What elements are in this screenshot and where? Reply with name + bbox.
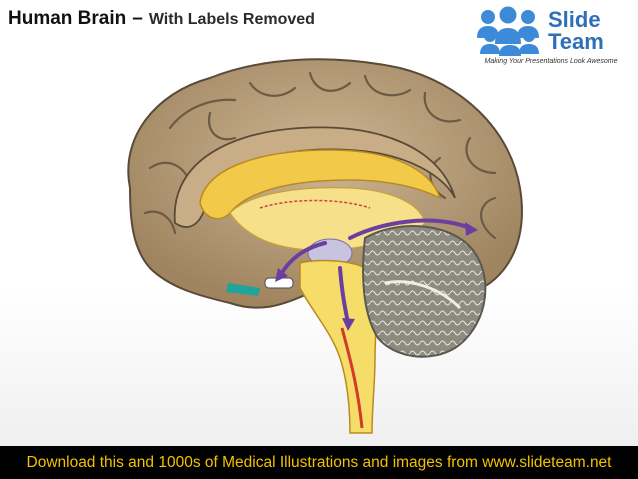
brain-illustration xyxy=(127,58,523,434)
footer-bar xyxy=(0,446,638,479)
pituitary-gland xyxy=(226,283,260,296)
title-dash: – xyxy=(132,8,143,29)
fornix xyxy=(259,199,371,209)
gyri-folds xyxy=(143,71,497,240)
logo-word-team: Team xyxy=(548,29,604,54)
pathway-arrowhead-3 xyxy=(465,222,478,236)
pathway-arrowhead-2 xyxy=(342,318,355,331)
cerebellum xyxy=(362,225,487,358)
pathway-arrowhead-1 xyxy=(275,268,288,282)
logo-word-slide: Slide xyxy=(548,7,601,32)
slideteam-logo xyxy=(466,4,634,66)
page-title: Human Brain–With Labels Removed xyxy=(8,6,448,32)
logo-tagline: Making Your Presentations Look Awesome xyxy=(484,58,618,65)
footer-text: Download this and 1000s of Medical Illus… xyxy=(26,454,612,471)
title-subtitle: With Labels Removed xyxy=(148,11,315,28)
brainstem-red-tract xyxy=(340,327,364,429)
cerebellum-arbor xyxy=(384,280,462,310)
people-icon xyxy=(477,6,539,56)
title-main: Human Brain xyxy=(8,8,127,29)
